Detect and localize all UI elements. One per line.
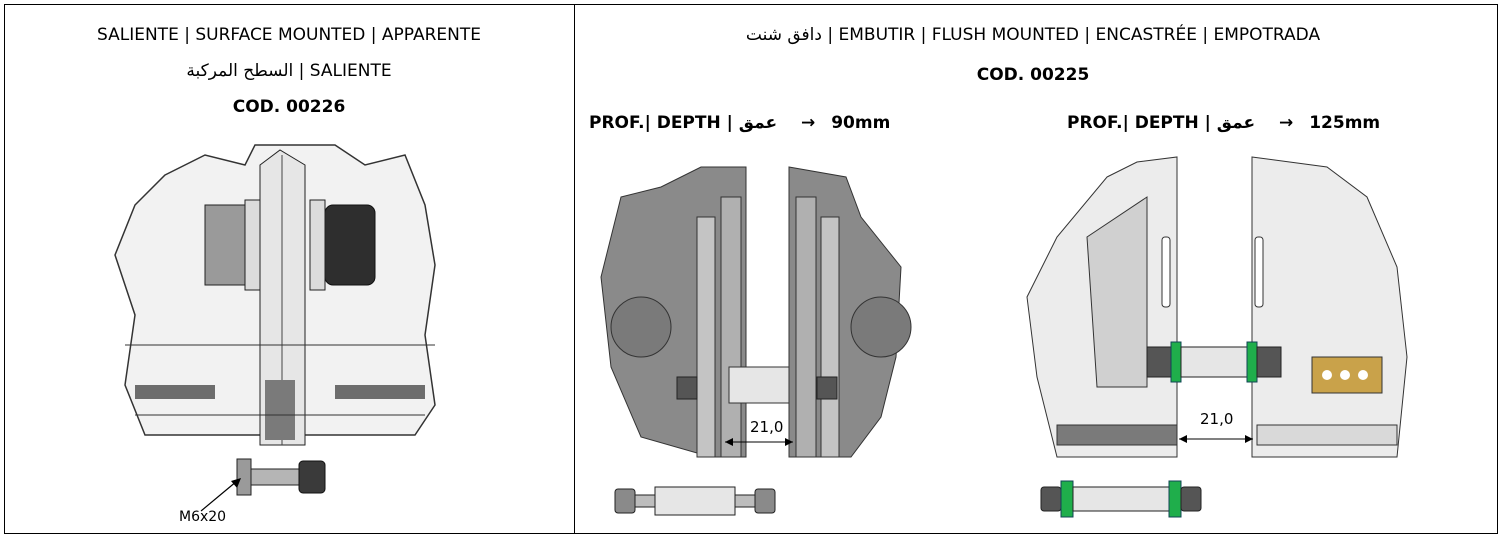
- flush-125mm-drawing: [1026, 156, 1408, 458]
- dimension-125mm: 21,0: [1200, 410, 1234, 428]
- depth-90-arrow: →: [801, 113, 816, 133]
- depth-125-heading: PROF.| DEPTH | عمق → 125mm: [1067, 113, 1380, 133]
- right-code: COD. 00225: [976, 65, 1090, 85]
- depth-90-heading: PROF.| DEPTH | عمق → 90mm: [589, 113, 890, 133]
- document-table: SALIENTE | SURFACE MOUNTED | APPARENTE ا…: [4, 4, 1498, 534]
- dimension-90mm: 21,0: [750, 418, 784, 436]
- depth-125-arrow: →: [1279, 113, 1294, 133]
- surface-mounted-drawing: [114, 144, 436, 446]
- depth-90-label: PROF.| DEPTH | عمق: [589, 113, 778, 133]
- left-title-line2: السطح المركبة | SALIENTE: [186, 61, 392, 81]
- bolt-pointer-arrow: [200, 478, 241, 512]
- green-spacer-bolt-icon: [1040, 480, 1202, 518]
- depth-125-value: 125mm: [1309, 113, 1381, 133]
- left-code: COD. 00226: [232, 97, 346, 117]
- flush-90mm-drawing: [600, 166, 912, 458]
- bolt-icon: [236, 458, 326, 496]
- bolt-size-label: M6x20: [179, 509, 227, 525]
- spacer-bolt-icon: [614, 486, 776, 516]
- depth-90-value: 90mm: [831, 113, 891, 133]
- depth-125-label: PROF.| DEPTH | عمق: [1067, 113, 1256, 133]
- right-title: دافق شنت | EMBUTIR | FLUSH MOUNTED | ENC…: [745, 25, 1321, 45]
- left-title-line1: SALIENTE | SURFACE MOUNTED | APPARENTE: [97, 25, 481, 45]
- column-divider: [574, 5, 575, 533]
